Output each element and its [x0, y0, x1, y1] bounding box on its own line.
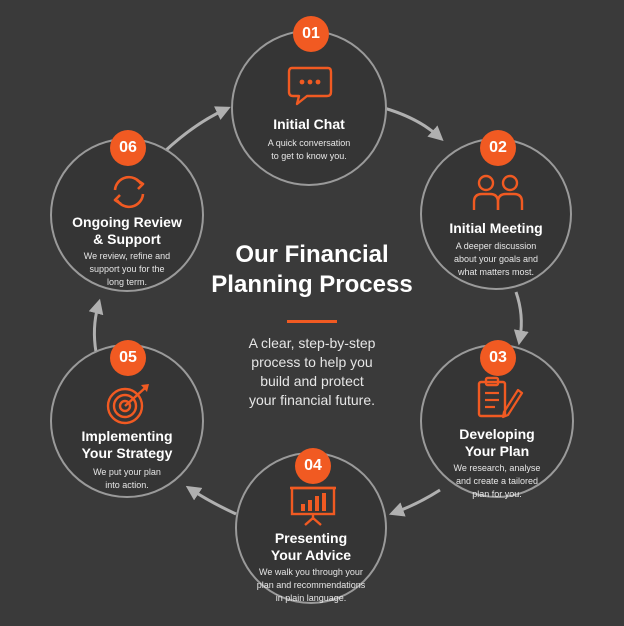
step-title: Ongoing Review & Support: [72, 214, 182, 247]
arrow-06-to-01: [162, 106, 231, 154]
step-number-badge: 06: [110, 130, 146, 166]
step-01-circle: 01 Initial Chat A quick conversation to …: [231, 16, 387, 186]
chat-bubble-icon: [287, 64, 333, 106]
title-divider: [287, 320, 337, 323]
arrow-03-to-04: [388, 488, 441, 517]
step-number-badge: 03: [480, 340, 516, 376]
step-02-circle: 02 Initial Meeting A deeper discussion a…: [420, 130, 572, 290]
step-title: Presenting Your Advice: [270, 530, 352, 563]
step-title: Initial Chat: [273, 116, 345, 132]
step-04-circle: 04 Presenting Your Advice We walk you th…: [235, 448, 387, 604]
arrow-02-to-03: [513, 291, 529, 346]
clipboard-pencil-icon: [476, 376, 524, 420]
arrow-05-to-06: [88, 298, 104, 353]
step-description: We review, refine and support you for th…: [83, 251, 171, 287]
presentation-chart-icon: [289, 484, 337, 526]
step-06-circle: 06 Ongoing Review & Support We review, r…: [50, 130, 204, 292]
step-description: We walk you through your plan and recomm…: [256, 567, 366, 603]
target-icon: [105, 382, 153, 426]
step-title: Developing Your Plan: [459, 426, 535, 459]
step-number-badge: 02: [480, 130, 516, 166]
step-number-badge: 04: [295, 448, 331, 484]
refresh-cycle-icon: [107, 172, 151, 212]
step-description: A deeper discussion about your goals and…: [453, 241, 539, 277]
step-03-circle: 03 Developing Your Plan We research, ana…: [420, 340, 574, 499]
step-title: Initial Meeting: [449, 220, 543, 236]
arrow-01-to-02: [383, 106, 444, 142]
diagram-title: Our Financial Planning Process: [211, 241, 413, 298]
people-icon: [472, 174, 524, 212]
step-title: Implementing Your Strategy: [81, 428, 173, 461]
step-description: We research, analyse and create a tailor…: [453, 463, 541, 499]
step-number-badge: 01: [293, 16, 329, 52]
step-05-circle: 05 Implementing Your Strategy We put you…: [50, 340, 204, 498]
step-description: We put your plan into action.: [93, 467, 161, 490]
step-description: A quick conversation to get to know you.: [267, 138, 351, 161]
arrow-04-to-05: [185, 485, 237, 516]
diagram-subtitle: A clear, step-by-step process to help yo…: [248, 335, 376, 408]
step-number-badge: 05: [110, 340, 146, 376]
